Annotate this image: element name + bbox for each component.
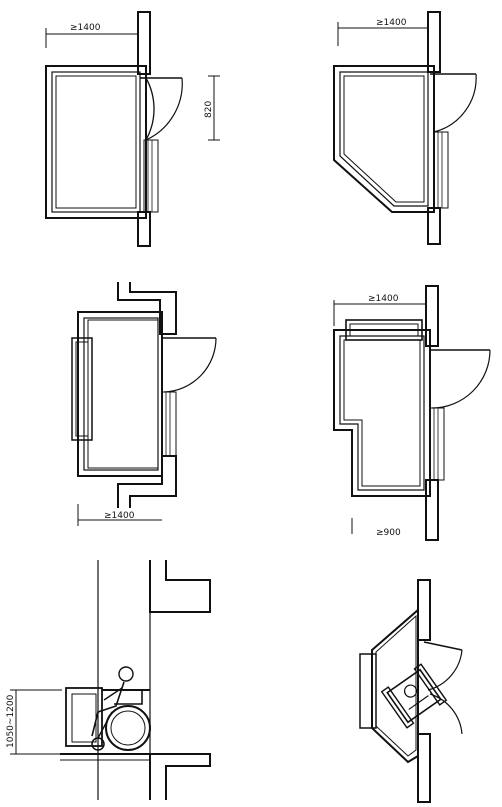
plan-4-l-shaped: ≥1400 ≥900 [333, 285, 491, 541]
plan-1-tiled-floor [55, 75, 137, 209]
plan-2-width-dim: ≥1400 [376, 18, 407, 28]
plan-5-section-wheelchair: 1050~1200 [6, 560, 211, 800]
plan-5-height-dim: 1050~1200 [6, 694, 16, 748]
plan-6-wall-lower [417, 733, 431, 803]
plan-6-wall-upper [417, 579, 431, 641]
plan-3-width-dim: ≥1400 [104, 511, 135, 521]
plan-1-threshold [143, 139, 159, 213]
plan-1-door-swing [140, 77, 155, 141]
plan-6-door-arc-lower [429, 693, 463, 735]
plan-6-angled-wheelchair [359, 579, 463, 803]
plan-4-wall-lower [425, 479, 439, 541]
plan-5-wheelchair-frame [114, 690, 143, 705]
plan-2-room-outline [333, 65, 435, 213]
plan-3-door-arc [163, 337, 217, 393]
plan-4-tiled-floor [343, 339, 421, 487]
plan-2-wall-upper [427, 11, 441, 73]
plan-3-side-bathtub: ≥1400 [71, 282, 217, 526]
plan-6-door-leaf [423, 641, 463, 651]
plan-2-wall-lower [427, 207, 441, 245]
plan-1-door-arc [145, 77, 183, 141]
plan-3-wall-lower [117, 455, 177, 508]
plan-6-wheelchair-top [380, 663, 448, 729]
plan-2-chamfered: ≥1400 [333, 11, 477, 245]
plan-2-room-inner [339, 71, 429, 207]
plan-1-rectangular: ≥1400 820 [45, 11, 220, 247]
plan-5-wheelchair-wheel [105, 705, 151, 751]
plan-6-door-arc [427, 649, 463, 691]
plan-1-wall-upper [137, 11, 151, 75]
plan-1-door-dim: 820 [204, 101, 214, 118]
plan-4-room-outline [333, 329, 431, 497]
plan-4-depth-dim: ≥900 [376, 528, 401, 538]
plan-4-door-arc [431, 349, 491, 409]
plan-3-room-outline [77, 311, 163, 477]
plan-4-width-dim: ≥1400 [368, 294, 399, 304]
plan-3-room-inner [83, 317, 159, 471]
plan-1-room-outline [45, 65, 147, 219]
plan-5-wall-upper [149, 560, 211, 613]
plan-4-room-inner [339, 335, 425, 491]
plan-1-room-inner [51, 71, 141, 213]
plan-5-bathtub [65, 687, 103, 747]
plan-3-tiled-floor [87, 319, 159, 469]
plan-6-room-outline [371, 607, 419, 764]
plan-4-wall-upper [425, 285, 439, 347]
plan-3-side-fixture [71, 337, 93, 441]
plan-5-wall-lower [149, 753, 211, 800]
plan-2-tiled-floor [343, 75, 425, 203]
plan-2-door-arc [433, 73, 477, 133]
plan-5-person-head [118, 666, 134, 682]
plan-2-threshold [433, 131, 449, 209]
plan-5-person-body [91, 681, 125, 737]
plan-3-threshold [161, 391, 177, 457]
plan-4-threshold [429, 407, 445, 481]
plan-6-side-fixture [359, 653, 377, 729]
plan-3-wall-upper [117, 282, 177, 335]
plan-4-top-fixture [345, 319, 423, 341]
plan-1-width-dim: ≥1400 [70, 23, 101, 33]
